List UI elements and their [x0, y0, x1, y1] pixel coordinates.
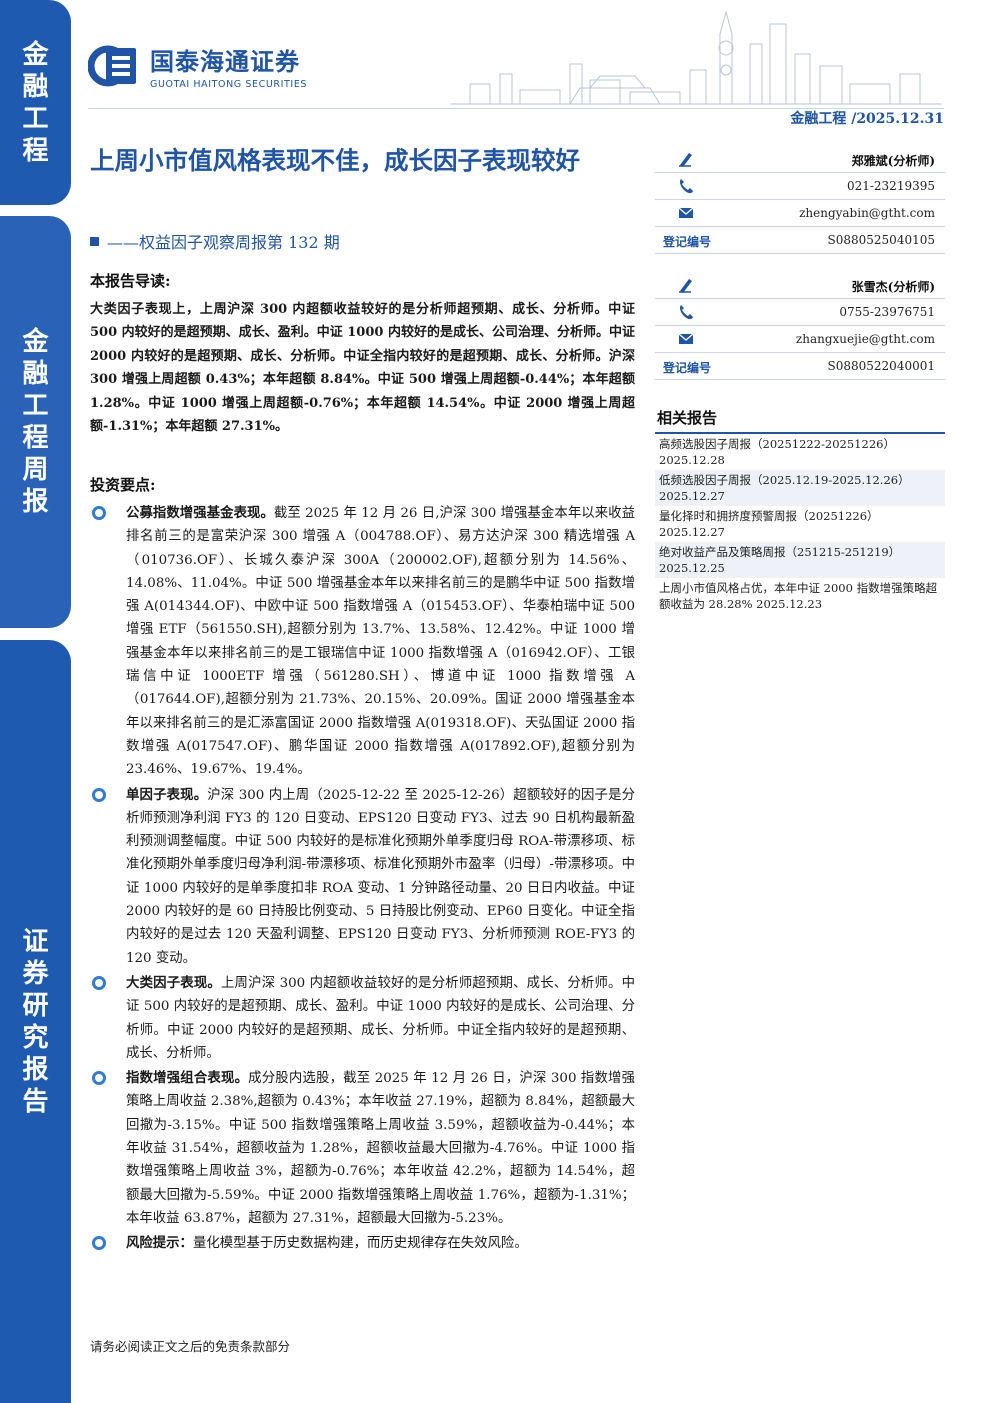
report-subtitle-text: ——权益因子观察周报第 132 期 [107, 233, 340, 252]
circle-bullet-icon [92, 787, 106, 802]
related-report-name: 绝对收益产品及策略周报（251215-251219） [659, 545, 901, 559]
intro-heading: 本报告导读: [90, 272, 171, 290]
circle-bullet-icon [92, 506, 106, 520]
brand-name-cn: 国泰海通证券 [150, 48, 300, 76]
analyst-card: 张雪杰(分析师) 0755-23976751 zhangxuejie@gtht.… [655, 272, 945, 380]
related-reports: 相关报告 高频选股因子周报（20251222-20251226） 2025.12… [655, 407, 945, 614]
intro-text: 大类因子表现上，上周沪深 300 内超额收益较好的是分析师超预期、成长、分析师。… [90, 302, 635, 435]
pen-icon [679, 153, 692, 167]
sidebar-char: 融 [22, 71, 49, 102]
mail-icon [678, 207, 694, 218]
brand-logo: 国泰海通证券 GUOTAI HAITONG SECURITIES [88, 42, 307, 90]
key-point-body: 上周沪深 300 内超额收益较好的是分析师超预期、成长、分析师。中证 500 内… [126, 975, 635, 1061]
square-bullet-icon [90, 237, 99, 246]
related-reports-title: 相关报告 [655, 407, 945, 434]
related-report-date: 2025.12.27 [659, 489, 725, 503]
analyst-name-row: 张雪杰(分析师) [655, 272, 945, 299]
related-report-name: 上周小市值风格占优，本年中证 2000 指数增强策略超额收益为 28.28% [659, 581, 938, 611]
analyst-name-row: 郑雅斌(分析师) [655, 146, 945, 173]
related-report-date: 2025.12.23 [756, 597, 823, 611]
key-point: 公募指数增强基金表现。截至 2025 年 12 月 26 日,沪深 300 增强… [90, 502, 635, 782]
analyst-email[interactable]: zhangxuejie@gtht.com [795, 332, 935, 346]
related-report-name: 低频选股因子周报（2025.12.19-2025.12.26） [659, 473, 910, 487]
key-point: 大类因子表现。上周沪深 300 内超额收益较好的是分析师超预期、成长、分析师。中… [90, 972, 635, 1065]
analyst-name: 张雪杰(分析师) [851, 280, 935, 294]
analyst-card: 郑雅斌(分析师) 021-23219395 zhengyabin@gtht.co… [655, 146, 945, 254]
analyst-reg-row: 登记编号 S0880525040105 [655, 227, 945, 254]
key-point-head: 单因子表现。 [126, 786, 208, 803]
sidebar-char: 证 [22, 926, 49, 957]
sidebar-char: 程 [22, 423, 49, 453]
key-point-body: 量化模型基于历史数据构建，而历史规律存在失效风险。 [192, 1236, 528, 1252]
reg-number: S0880525040105 [827, 233, 935, 247]
sidebar-char: 告 [22, 1086, 49, 1117]
city-skyline-illustration [450, 10, 942, 105]
analyst-email-row: zhangxuejie@gtht.com [655, 326, 945, 353]
mail-icon [678, 333, 694, 344]
related-report-name: 高频选股因子周报（20251222-20251226） [659, 437, 895, 451]
sidebar-char: 周 [22, 455, 49, 485]
key-points-list: 公募指数增强基金表现。截至 2025 年 12 月 26 日,沪深 300 增强… [90, 502, 635, 1258]
brand-name-en: GUOTAI HAITONG SECURITIES [150, 79, 308, 90]
reg-label: 登记编号 [663, 235, 712, 249]
sidebar-char: 券 [22, 958, 49, 989]
phone-icon [680, 179, 693, 194]
key-point-body: 截至 2025 年 12 月 26 日,沪深 300 增强基金本年以来收益排名前… [126, 506, 635, 778]
analyst-phone-row: 0755-23976751 [655, 299, 945, 326]
report-title: 上周小市值风格表现不佳，成长因子表现较好 [90, 146, 580, 175]
analyst-phone: 0755-23976751 [839, 305, 935, 319]
report-subtitle: ——权益因子观察周报第 132 期 [90, 229, 340, 253]
analyst-email[interactable]: zhengyabin@gtht.com [799, 206, 935, 220]
analyst-name: 郑雅斌(分析师) [851, 154, 935, 168]
related-report-date: 2025.12.25 [659, 561, 725, 575]
phone-icon [680, 305, 693, 320]
related-report-item[interactable]: 低频选股因子周报（2025.12.19-2025.12.26） 2025.12.… [655, 470, 945, 506]
related-report-item[interactable]: 上周小市值风格占优，本年中证 2000 指数增强策略超额收益为 28.28% 2… [655, 578, 945, 614]
key-point-head: 指数增强组合表现。 [126, 1070, 249, 1087]
sidebar-tag-category: 金 融 工 程 [0, 0, 71, 205]
related-report-item[interactable]: 高频选股因子周报（20251222-20251226） 2025.12.28 [655, 434, 945, 470]
key-point-body: 沪深 300 内上周（2025-12-22 至 2025-12-26）超额较好的… [126, 787, 636, 966]
key-point-head: 公募指数增强基金表现。 [126, 505, 274, 521]
sidebar: 金 融 工 程 金 融 工 程 周 报 证 券 研 究 报 告 [0, 0, 71, 1403]
header-divider [88, 108, 944, 109]
circle-bullet-icon [92, 1071, 106, 1086]
related-report-item[interactable]: 绝对收益产品及策略周报（251215-251219） 2025.12.25 [655, 542, 945, 578]
sidebar-char: 报 [22, 1054, 49, 1085]
key-point: 风险提示：量化模型基于历史数据构建，而历史规律存在失效风险。 [90, 1232, 635, 1255]
circle-bullet-icon [92, 975, 106, 990]
sidebar-tag-report-type: 金 融 工 程 周 报 [0, 216, 71, 628]
category-date: 金融工程 /2025.12.31 [790, 111, 944, 127]
sidebar-char: 究 [22, 1022, 49, 1053]
key-point-head: 风险提示： [126, 1235, 193, 1252]
key-point-head: 大类因子表现。 [126, 974, 221, 991]
key-point: 单因子表现。沪深 300 内上周（2025-12-22 至 2025-12-26… [90, 784, 635, 970]
sidebar-char: 工 [22, 391, 49, 421]
sidebar-char: 研 [22, 990, 49, 1021]
related-report-date: 2025.12.28 [659, 453, 725, 467]
brand-logo-icon [88, 45, 136, 87]
pen-icon [679, 279, 692, 293]
key-point: 指数增强组合表现。成分股内选股，截至 2025 年 12 月 26 日，沪深 3… [90, 1067, 635, 1230]
related-report-date: 2025.12.27 [659, 525, 725, 539]
key-points-heading: 投资要点: [90, 476, 156, 494]
key-point-body: 成分股内选股，截至 2025 年 12 月 26 日，沪深 300 指数增强策略… [126, 1071, 636, 1226]
analyst-reg-row: 登记编号 S0880522040001 [655, 353, 945, 380]
analyst-phone: 021-23219395 [846, 179, 935, 193]
related-report-name: 量化择时和拥挤度预警周报（20251226） [659, 509, 879, 523]
sidebar-char: 工 [22, 103, 49, 134]
sidebar-char: 金 [22, 327, 49, 357]
disclaimer-note: 请务必阅读正文之后的免责条款部分 [90, 1339, 291, 1354]
reg-label: 登记编号 [663, 361, 712, 375]
sidebar-tag-research: 证 券 研 究 报 告 [0, 640, 71, 1403]
sidebar-char: 融 [22, 359, 49, 389]
analyst-phone-row: 021-23219395 [655, 173, 945, 200]
sidebar-char: 金 [22, 39, 49, 70]
related-report-item[interactable]: 量化择时和拥挤度预警周报（20251226） 2025.12.27 [655, 506, 945, 542]
reg-number: S0880522040001 [827, 359, 935, 373]
analyst-email-row: zhengyabin@gtht.com [655, 200, 945, 227]
circle-bullet-icon [92, 1236, 106, 1251]
sidebar-char: 程 [22, 135, 49, 166]
sidebar-char: 报 [22, 487, 49, 517]
